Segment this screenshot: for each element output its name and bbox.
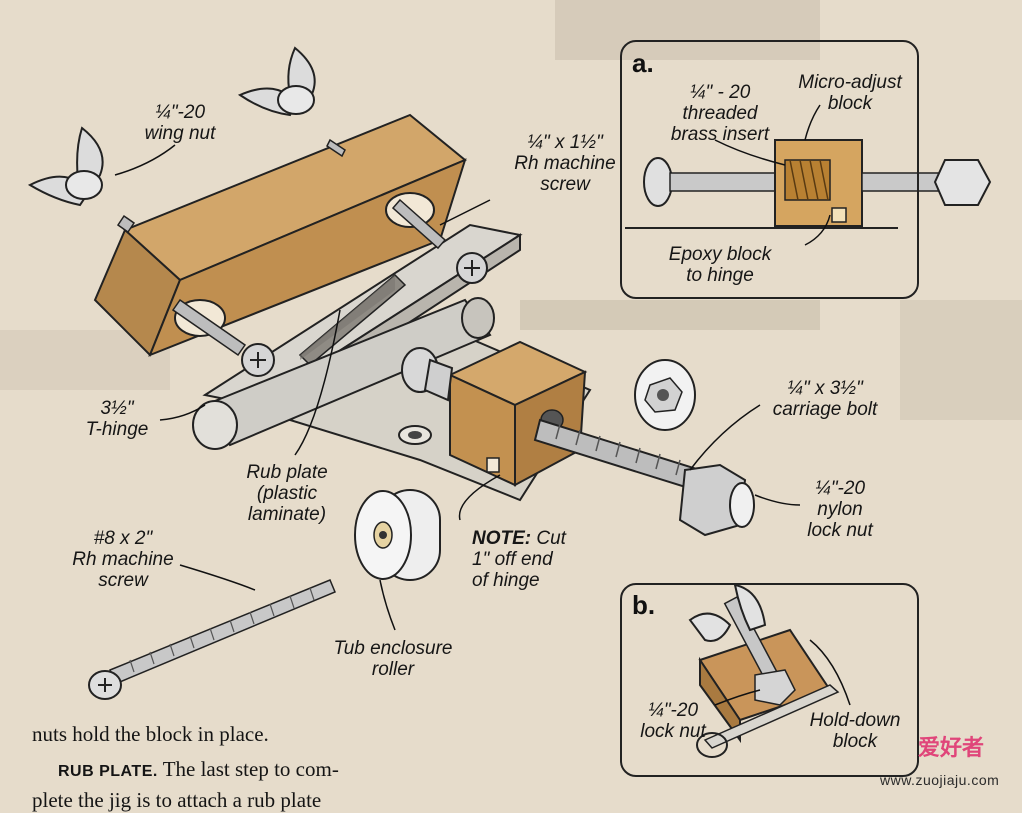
label-t-hinge: 3½"T-hinge [85, 398, 149, 440]
nylon-lock-nut [678, 463, 755, 537]
inset-a-tag: a. [632, 48, 654, 78]
roller-small [634, 359, 696, 431]
inset-b [620, 583, 919, 777]
wing-nut-left [27, 126, 104, 207]
body-heading: RUB PLATE. [58, 763, 158, 780]
watermark-url: www.zuojiaju.com [880, 772, 1000, 788]
tub-enclosure-roller [354, 489, 441, 581]
body-line-3: plete the jig is to attach a rub plate [32, 788, 322, 812]
hinge-barrel [192, 297, 495, 450]
watermark-logo: 爱好者 [918, 736, 985, 761]
inset-b-tag: b. [632, 590, 656, 620]
inset-b-leaders [714, 639, 851, 706]
label-note: NOTE: Cut 1" off end of hinge [472, 528, 566, 591]
leader-lines [114, 144, 801, 631]
threaded-screws [116, 138, 447, 357]
body-line-2-text: The last step to com- [162, 757, 339, 781]
inset-b-drawing [688, 583, 840, 758]
inset-a-drawing [625, 139, 992, 229]
body-line-2: RUB PLATE. The last step to com- [58, 757, 339, 782]
wing-nut-right [237, 46, 316, 117]
carriage-bolt [401, 347, 702, 492]
machine-screw-8 [88, 579, 336, 700]
inset-a-leaders [714, 104, 831, 246]
label-carriage-bolt: ¼" x 3½"carriage bolt [772, 378, 878, 420]
body-line-1: nuts hold the block in place. [32, 722, 269, 746]
inset-a [620, 40, 919, 299]
